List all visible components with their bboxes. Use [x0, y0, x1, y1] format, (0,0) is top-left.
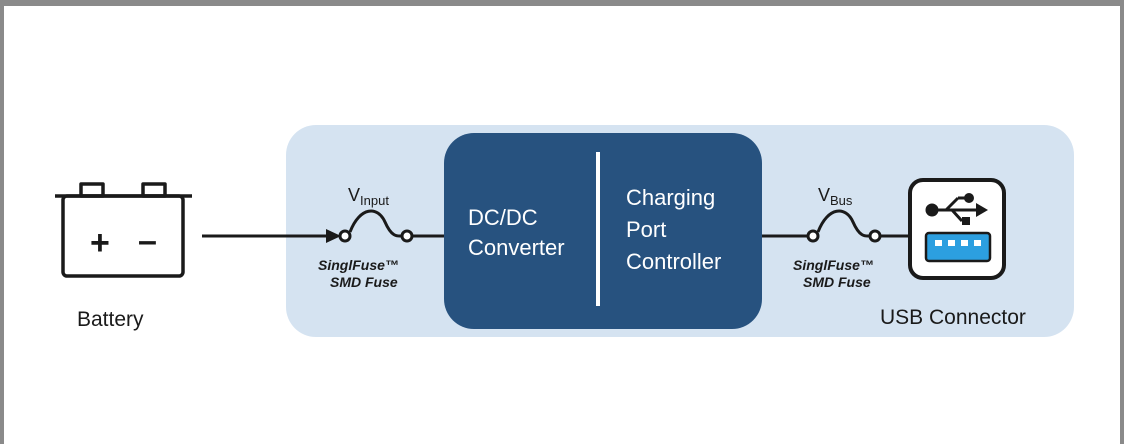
- input-fuse-name-2: SMD Fuse: [330, 274, 398, 290]
- converter-controller-block: [444, 133, 762, 329]
- bus-fuse-name-2: SMD Fuse: [803, 274, 871, 290]
- input-fuse-icon: [338, 209, 444, 243]
- bus-fuse-label: SinglFuse™ SMD Fuse: [793, 257, 874, 290]
- controller-line-1: Charging: [626, 185, 715, 210]
- converter-label: DC/DC Converter: [468, 205, 565, 260]
- bus-voltage-main: V: [818, 185, 830, 205]
- bus-voltage-label: VBus: [818, 185, 853, 208]
- battery-terminals: + –: [90, 222, 157, 262]
- input-voltage-sub: Input: [360, 193, 389, 208]
- input-fuse-name-1: SinglFuse™: [318, 257, 399, 273]
- bus-voltage-sub: Bus: [830, 193, 853, 208]
- bus-fuse-icon: [762, 209, 912, 243]
- battery-minus: –: [138, 222, 157, 260]
- converter-line-1: DC/DC: [468, 205, 538, 230]
- bus-fuse-name-1: SinglFuse™: [793, 257, 874, 273]
- input-voltage-main: V: [348, 185, 360, 205]
- input-fuse-label: SinglFuse™ SMD Fuse: [318, 257, 399, 290]
- converter-line-2: Converter: [468, 235, 565, 260]
- usb-icon: [908, 178, 1006, 280]
- controller-label: Charging Port Controller: [626, 185, 721, 274]
- usb-connector-label: USB Connector: [880, 306, 1026, 329]
- battery-label: Battery: [77, 308, 144, 331]
- wire-arrow: [326, 229, 341, 243]
- input-voltage-label: VInput: [348, 185, 389, 208]
- battery-icon: [55, 182, 192, 278]
- battery-plus: +: [90, 224, 110, 262]
- controller-line-2: Port: [626, 217, 666, 242]
- controller-line-3: Controller: [626, 249, 721, 274]
